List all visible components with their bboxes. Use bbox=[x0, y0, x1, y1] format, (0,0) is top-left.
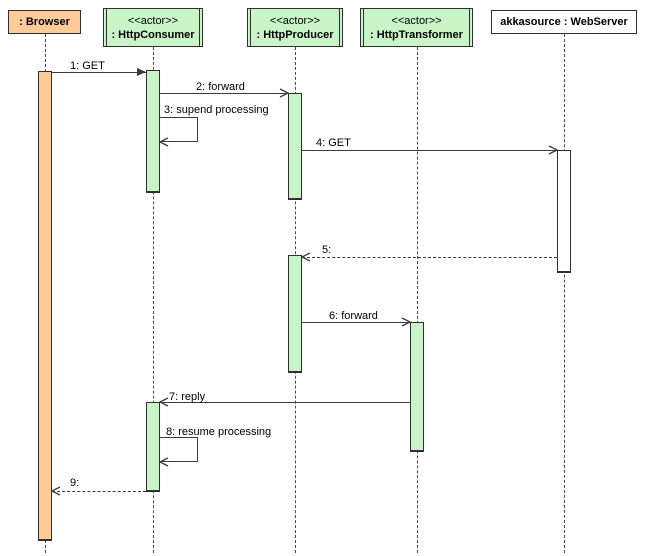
message-1-line bbox=[52, 72, 146, 73]
participant-label: : Browser bbox=[19, 16, 70, 28]
message-7-line bbox=[160, 402, 410, 403]
message-1-arrowhead-icon bbox=[137, 68, 146, 76]
message-5-arrowhead-icon bbox=[300, 252, 311, 262]
message-2-line bbox=[160, 93, 288, 94]
activation-http-consumer-1 bbox=[146, 70, 160, 193]
participant-box-browser: : Browser bbox=[8, 10, 81, 34]
message-6-line bbox=[302, 322, 410, 323]
activation-http-producer-1 bbox=[288, 93, 302, 200]
participant-box-http-transformer: <<actor>> : HttpTransformer bbox=[360, 8, 473, 47]
lifeline-web-server bbox=[564, 34, 565, 553]
lifeline-http-transformer bbox=[417, 47, 418, 553]
message-3-arrowhead-icon bbox=[158, 137, 169, 147]
message-6-arrowhead-icon bbox=[401, 317, 412, 327]
message-8-arrowhead-icon bbox=[158, 457, 169, 467]
message-5-label: 5: bbox=[322, 244, 332, 256]
message-2-label: 2: forward bbox=[196, 81, 245, 93]
message-2-arrowhead-icon bbox=[279, 88, 290, 98]
stereotype-label: <<actor>> bbox=[269, 14, 321, 27]
message-9-label: 9: bbox=[70, 477, 80, 489]
message-3-self-loop bbox=[160, 117, 198, 142]
message-7-arrowhead-icon bbox=[158, 397, 169, 407]
activation-browser bbox=[38, 71, 52, 541]
message-4-arrowhead-icon bbox=[548, 145, 559, 155]
activation-web-server bbox=[557, 150, 571, 273]
participant-box-http-producer: <<actor>> : HttpProducer bbox=[247, 8, 343, 47]
message-4-label: 4: GET bbox=[316, 137, 351, 149]
message-5-line bbox=[302, 257, 557, 258]
message-1-label: 1: GET bbox=[70, 60, 105, 72]
participant-box-web-server: akkasource : WebServer bbox=[491, 10, 637, 34]
lifeline-http-consumer bbox=[153, 47, 154, 553]
participant-label: : HttpProducer bbox=[256, 28, 334, 41]
message-4-line bbox=[302, 150, 557, 151]
participant-label: : HttpTransformer bbox=[370, 28, 463, 41]
message-8-self-loop bbox=[160, 437, 198, 462]
activation-http-producer-2 bbox=[288, 255, 302, 373]
message-3-label: 3: supend processing bbox=[164, 104, 269, 116]
message-7-label: 7: reply bbox=[169, 391, 206, 403]
stereotype-label: <<actor>> bbox=[391, 14, 442, 27]
activation-http-transformer bbox=[410, 322, 424, 452]
message-9-line bbox=[52, 491, 146, 492]
stereotype-label: <<actor>> bbox=[127, 14, 179, 27]
participant-label: akkasource : WebServer bbox=[500, 16, 628, 28]
activation-http-consumer-2 bbox=[146, 402, 160, 492]
participant-label: : HttpConsumer bbox=[111, 28, 195, 41]
message-8-label: 8: resume processing bbox=[166, 426, 272, 438]
participant-box-http-consumer: <<actor>> : HttpConsumer bbox=[103, 8, 203, 47]
message-9-arrowhead-icon bbox=[50, 486, 61, 496]
message-6-label: 6: forward bbox=[329, 310, 378, 322]
